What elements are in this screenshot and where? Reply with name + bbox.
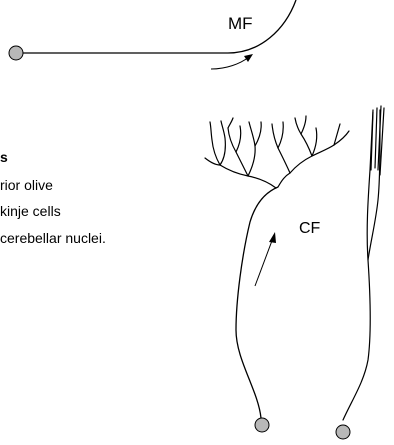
text-line-purkinje: kinje cells [0,203,61,219]
cf-label: CF [299,220,320,238]
right-fiber-bundle [343,106,384,420]
climbing-fiber-axon-inner [268,330,270,418]
mossy-fiber-arrowhead [244,54,253,62]
right-fiber-soma [336,425,350,439]
purkinje-dendritic-tree [205,116,349,188]
text-heading: s [0,149,8,165]
mossy-fiber-arrow [211,57,249,69]
mossy-fiber-soma [9,46,23,60]
text-line-nuclei: cerebellar nuclei. [0,230,106,246]
climbing-fiber-arrow [255,238,273,286]
text-line-olive: rior olive [0,177,53,193]
climbing-fiber-soma [255,418,269,432]
climbing-fiber-arrowhead [269,232,276,243]
mossy-fiber-axon [21,0,296,53]
climbing-fiber-axon [236,187,278,418]
mf-label: MF [228,14,253,34]
